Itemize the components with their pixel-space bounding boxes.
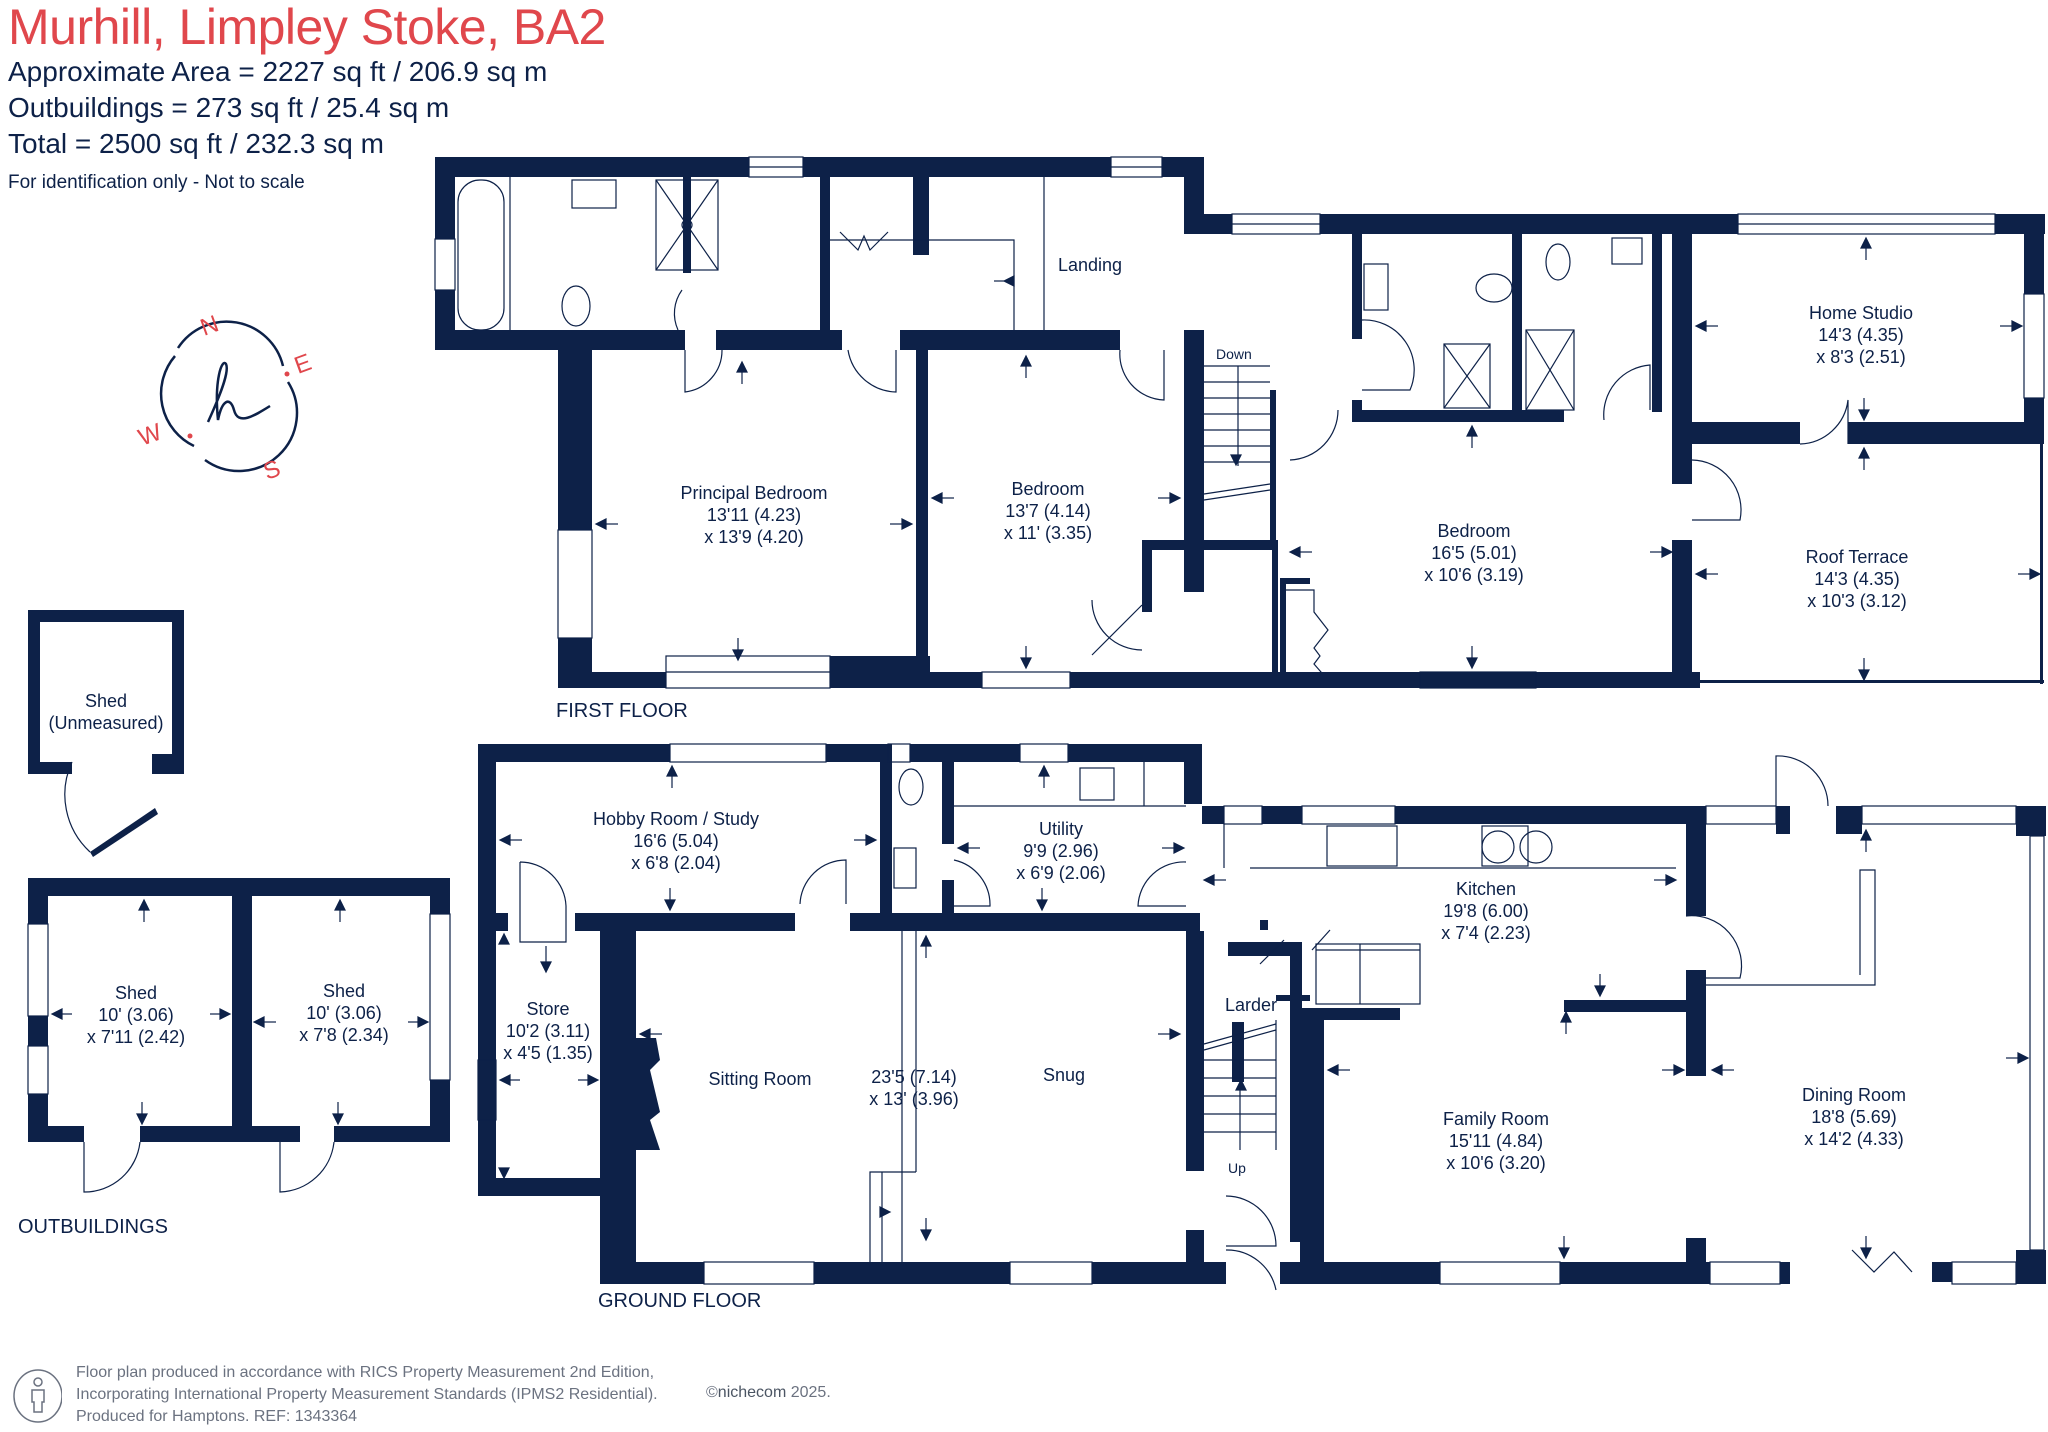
room-dim1: 14'3 (4.35) (1814, 569, 1900, 589)
footer-line-2: Incorporating International Property Mea… (76, 1386, 658, 1403)
room-hobby-study: Hobby Room / Study 16'6 (5.04) x 6'8 (2.… (593, 808, 759, 874)
room-sitting-snug-dimensions: 23'5 (7.14) x 13' (3.96) (869, 1066, 958, 1110)
room-name: Larder (1224, 995, 1278, 1015)
room-larder: Larder (1225, 994, 1277, 1016)
room-home-studio: Home Studio 14'3 (4.35) x 8'3 (2.51) (1809, 302, 1913, 368)
room-dim2: x 13'9 (4.20) (704, 527, 804, 547)
room-name: Shed (114, 983, 158, 1003)
room-dim2: x 7'11 (2.42) (86, 1027, 186, 1047)
room-dim2: x 14'2 (4.33) (1804, 1129, 1904, 1149)
approximate-area: Approximate Area = 2227 sq ft / 206.9 sq… (8, 56, 548, 87)
room-name: Bedroom (1011, 479, 1085, 499)
room-name: Snug (1042, 1065, 1086, 1085)
room-name: Utility (1038, 819, 1083, 839)
room-name: Bedroom (1437, 521, 1511, 541)
room-dim1: (Unmeasured) (48, 713, 164, 733)
outbuildings-area: Outbuildings = 273 sq ft / 25.4 sq m (8, 92, 450, 123)
room-sitting-room: Sitting Room (708, 1068, 811, 1090)
room-dim1: 16'6 (5.04) (633, 831, 719, 851)
room-shed-1: Shed 10' (3.06) x 7'11 (2.42) (87, 982, 185, 1048)
room-name: Family Room (1442, 1109, 1550, 1129)
room-dim2: x 8'3 (2.51) (1816, 347, 1906, 367)
room-dim1: 19'8 (6.00) (1443, 901, 1529, 921)
room-dim2: x 6'9 (2.06) (1016, 863, 1106, 883)
room-dim2: x 4'5 (1.35) (503, 1043, 593, 1063)
brand-name: nichecom (717, 1384, 787, 1401)
room-dim2: x 13' (3.96) (869, 1089, 959, 1109)
room-bedroom-2: Bedroom 13'7 (4.14) x 11' (3.35) (1004, 478, 1092, 544)
room-bedroom-3: Bedroom 16'5 (5.01) x 10'6 (3.19) (1424, 520, 1524, 586)
stair-down-label: Down (1216, 346, 1252, 362)
room-family-room: Family Room 15'11 (4.84) x 10'6 (3.20) (1443, 1108, 1549, 1174)
room-dim1: 13'7 (4.14) (1005, 501, 1091, 521)
room-dim2: x 6'8 (2.04) (631, 853, 721, 873)
room-dim2: x 10'6 (3.20) (1446, 1153, 1546, 1173)
disclaimer: For identification only - Not to scale (8, 172, 305, 193)
room-dim1: 10' (3.06) (98, 1005, 174, 1025)
room-principal-bedroom: Principal Bedroom 13'11 (4.23) x 13'9 (4… (680, 482, 827, 548)
copyright-symbol: © (706, 1384, 718, 1401)
room-kitchen: Kitchen 19'8 (6.00) x 7'4 (2.23) (1441, 878, 1530, 944)
room-dim1: 10'2 (3.11) (505, 1021, 591, 1041)
room-name: Dining Room (1801, 1085, 1907, 1105)
room-roof-terrace: Roof Terrace 14'3 (4.35) x 10'3 (3.12) (1806, 546, 1909, 612)
stair-up-label: Up (1228, 1160, 1246, 1176)
room-name: Hobby Room / Study (592, 809, 760, 829)
room-name: Principal Bedroom (680, 483, 828, 503)
room-dim2: x 10'6 (3.19) (1424, 565, 1524, 585)
room-dim1: 14'3 (4.35) (1818, 325, 1904, 345)
room-dim1: 15'11 (4.84) (1448, 1131, 1544, 1151)
person-info-icon (10, 1368, 63, 1424)
property-title: Murhill, Limpley Stoke, BA2 (8, 0, 606, 55)
first-floor-label: FIRST FLOOR (556, 700, 688, 722)
room-utility: Utility 9'9 (2.96) x 6'9 (2.06) (1016, 818, 1105, 884)
room-name: Home Studio (1808, 303, 1914, 323)
room-dim1: 18'8 (5.69) (1811, 1107, 1897, 1127)
copyright: ©nichecom 2025. (706, 1384, 831, 1402)
room-dim1: 9'9 (2.96) (1023, 841, 1099, 861)
room-store: Store 10'2 (3.11) x 4'5 (1.35) (503, 998, 592, 1064)
ground-floor-label: GROUND FLOOR (598, 1290, 762, 1312)
room-dim1: 10' (3.06) (306, 1003, 382, 1023)
room-dim1: 23'5 (7.14) (871, 1067, 957, 1087)
room-name: Roof Terrace (1805, 547, 1909, 567)
compass-icon: N E S W (130, 300, 330, 490)
room-dining-room: Dining Room 18'8 (5.69) x 14'2 (4.33) (1802, 1084, 1906, 1150)
room-name: Shed (322, 981, 366, 1001)
room-name: Kitchen (1455, 879, 1517, 899)
outbuildings-label: OUTBUILDINGS (18, 1216, 169, 1238)
total-area: Total = 2500 sq ft / 232.3 sq m (8, 128, 384, 159)
room-dim2: x 10'3 (3.12) (1807, 591, 1907, 611)
copyright-year: 2025. (790, 1384, 831, 1401)
room-name: Landing (1057, 255, 1123, 275)
room-snug: Snug (1043, 1064, 1085, 1086)
room-dim2: x 7'4 (2.23) (1441, 923, 1531, 943)
room-dim1: 16'5 (5.01) (1431, 543, 1517, 563)
room-dim2: x 11' (3.35) (1003, 523, 1093, 543)
room-name: Store (526, 999, 570, 1019)
room-dim1: 13'11 (4.23) (706, 505, 802, 525)
room-name: Sitting Room (708, 1069, 812, 1089)
room-shed-2: Shed 10' (3.06) x 7'8 (2.34) (299, 980, 388, 1046)
footer-line-3: Produced for Hamptons. REF: 1343364 (76, 1408, 358, 1425)
room-shed-unmeasured: Shed (Unmeasured) (48, 690, 163, 734)
room-landing: Landing (1058, 254, 1122, 276)
room-name: Shed (84, 691, 128, 711)
room-dim2: x 7'8 (2.34) (299, 1025, 389, 1045)
footer-line-1: Floor plan produced in accordance with R… (76, 1364, 655, 1381)
footer-notes: Floor plan produced in accordance with R… (76, 1362, 658, 1428)
